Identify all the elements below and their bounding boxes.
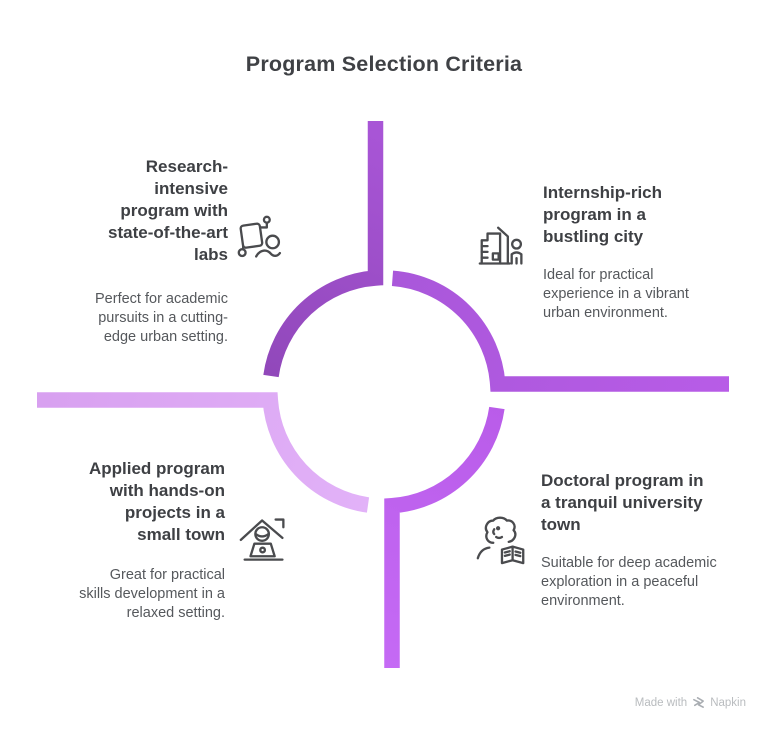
person-reading-book-icon: [472, 508, 530, 566]
quadrant-bottom-left-heading: Applied program with hands-on projects i…: [88, 459, 225, 544]
researcher-lab-icon: [233, 212, 291, 270]
quadrant-bottom-right-heading: Doctoral program in a tranquil universit…: [541, 471, 704, 534]
page-title: Program Selection Criteria: [245, 52, 523, 76]
arc-arm-bottom-left: [37, 392, 370, 513]
quadrant-bottom-right-body: Suitable for deep academic exploration i…: [541, 555, 717, 609]
city-building-person-icon: [474, 220, 532, 278]
quadrant-top-right-heading: Internship-rich program in a bustling ci…: [543, 183, 663, 246]
quadrant-bottom-left-body: Great for practical skills development i…: [79, 567, 225, 621]
quadrant-top-right-body: Ideal for practical experience in a vibr…: [543, 267, 689, 321]
watermark-brand: Napkin: [710, 696, 746, 709]
watermark-prefix: Made with: [634, 696, 688, 709]
quadrant-top-left-heading: Research- intensive program with state-o…: [108, 157, 228, 264]
watermark: Made with Napkin: [635, 696, 746, 709]
home-laptop-icon: [236, 506, 294, 564]
arc-arm-top-left: [263, 121, 384, 378]
arc-arm-bottom-right: [384, 406, 505, 668]
quadrant-top-left-body: Perfect for academic pursuits in a cutti…: [95, 291, 228, 345]
napkin-logo-icon: [693, 697, 705, 708]
arc-arm-top-right: [391, 270, 729, 392]
